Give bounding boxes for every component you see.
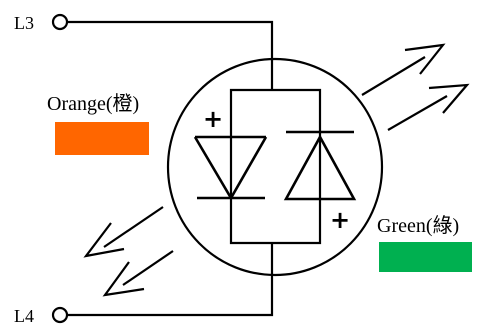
wire-l4 (67, 243, 274, 317)
light-arrow-upper-2 (387, 83, 470, 131)
terminal-label-l4: L4 (14, 306, 34, 326)
orange-color-swatch (55, 122, 149, 155)
green-color-swatch (379, 242, 472, 272)
left-diode (193, 135, 268, 201)
polarity-left: + (203, 105, 223, 133)
wire-l3 (67, 20, 274, 90)
orange-led-label: Orange(橙) (47, 92, 139, 115)
green-led-label: Green(綠) (377, 214, 459, 237)
light-arrow-lower-1 (83, 206, 164, 258)
right-diode (283, 130, 357, 201)
terminal-l3-pin (51, 13, 69, 31)
terminal-label-l3: L3 (14, 13, 34, 33)
light-arrow-lower-2 (102, 250, 174, 297)
light-arrow-upper-1 (361, 43, 446, 96)
led-body (166, 57, 384, 277)
internal-loop (229, 88, 322, 245)
polarity-right: + (330, 206, 350, 234)
terminal-l4-pin (51, 306, 69, 324)
